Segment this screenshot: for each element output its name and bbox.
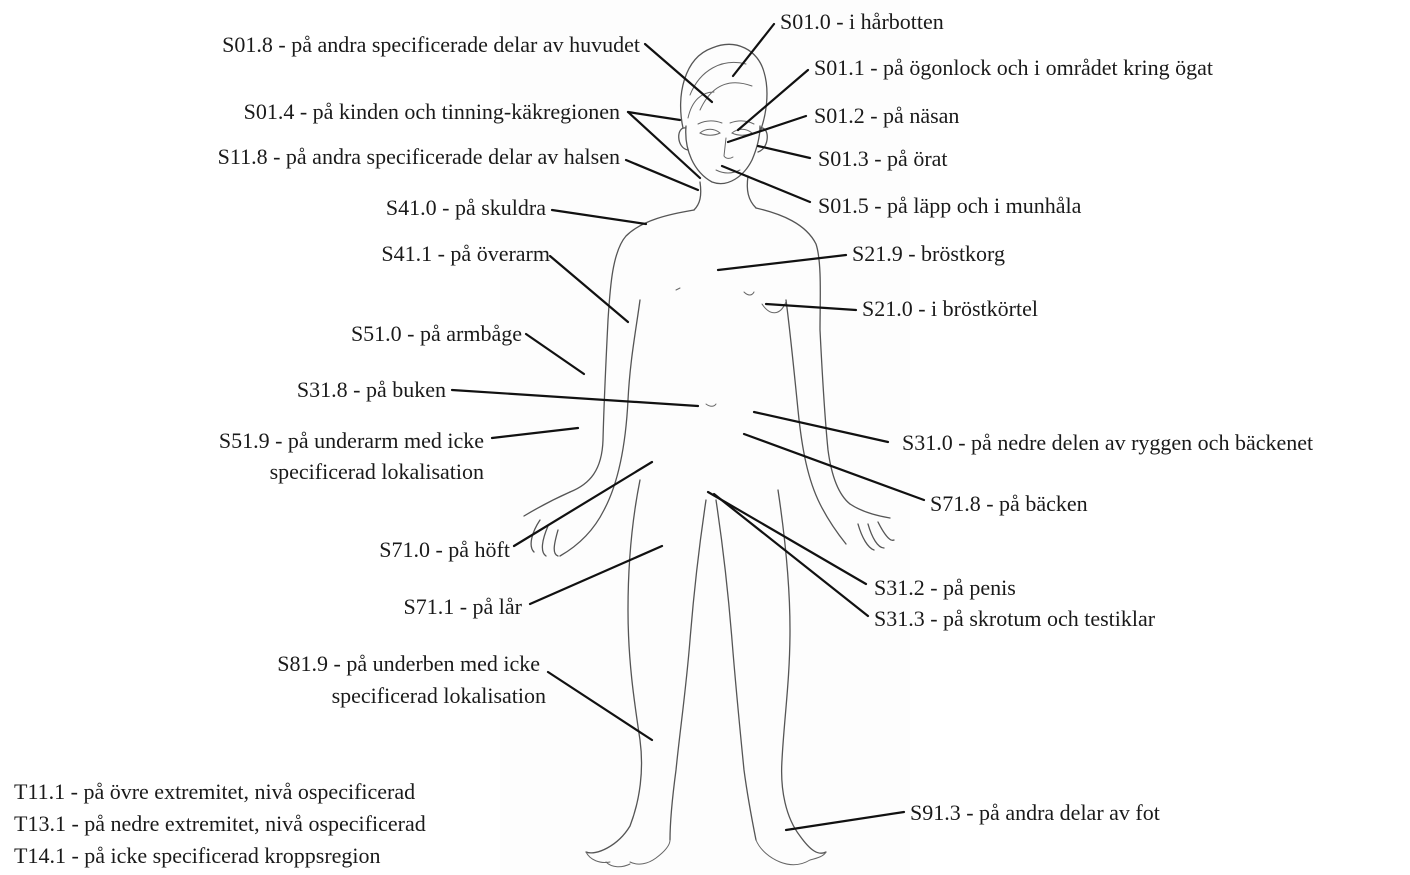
label-s01-5: S01.5 - på läpp och i munhåla (818, 193, 1082, 218)
label-t11-1: T11.1 - på övre extremitet, nivå ospecif… (14, 779, 415, 804)
label-s71-0: S71.0 - på höft (379, 537, 510, 562)
label-s81-9-line1: S81.9 - på underben med icke (277, 651, 540, 676)
label-s41-1: S41.1 - på överarm (381, 241, 550, 266)
label-t14-1: T14.1 - på icke specificerad kroppsregio… (14, 843, 381, 868)
label-s81-9-line2: specificerad lokalisation (332, 683, 546, 708)
label-s01-0: S01.0 - i hårbotten (780, 9, 944, 34)
label-s51-0: S51.0 - på armbåge (351, 321, 522, 346)
label-s41-0: S41.0 - på skuldra (386, 195, 546, 220)
label-s01-2: S01.2 - på näsan (814, 103, 959, 128)
label-s31-0: S31.0 - på nedre delen av ryggen och bäc… (902, 430, 1313, 455)
label-s71-8: S71.8 - på bäcken (930, 491, 1088, 516)
label-s31-2: S31.2 - på penis (874, 575, 1016, 600)
label-s71-1: S71.1 - på lår (403, 594, 522, 619)
drawing-paper (500, 0, 910, 875)
label-t13-1: T13.1 - på nedre extremitet, nivå ospeci… (14, 811, 426, 836)
label-s01-3: S01.3 - på örat (818, 146, 948, 171)
label-s51-9-line1: S51.9 - på underarm med icke (219, 428, 484, 453)
label-s21-9: S21.9 - bröstkorg (852, 241, 1005, 266)
label-s01-4: S01.4 - på kinden och tinning-käkregione… (244, 99, 620, 124)
label-s01-1: S01.1 - på ögonlock och i området kring … (814, 55, 1213, 80)
label-s31-8: S31.8 - på buken (297, 377, 446, 402)
label-s91-3: S91.3 - på andra delar av fot (910, 800, 1160, 825)
label-s51-9-line2: specificerad lokalisation (270, 459, 484, 484)
label-s21-0: S21.0 - i bröstkörtel (862, 296, 1038, 321)
label-s31-3: S31.3 - på skrotum och testiklar (874, 606, 1156, 631)
label-s11-8: S11.8 - på andra specificerade delar av … (218, 144, 620, 169)
label-s01-8: S01.8 - på andra specificerade delar av … (222, 32, 640, 57)
